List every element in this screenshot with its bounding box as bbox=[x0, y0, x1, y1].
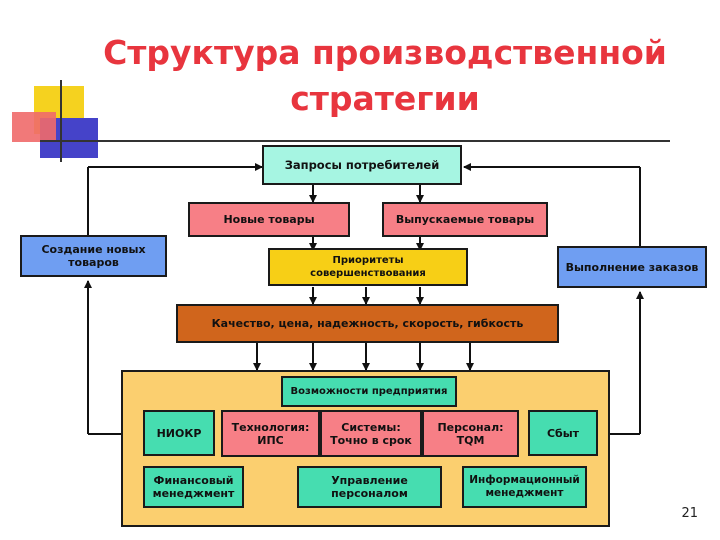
new-products-box: Новые товары bbox=[188, 202, 350, 237]
title-underline bbox=[40, 140, 670, 142]
enterprise-capabilities-box: Возможности предприятия bbox=[281, 376, 457, 407]
information-management-box: Информационный менеджмент bbox=[462, 466, 587, 508]
slide-title: Структура производственной стратегии bbox=[103, 33, 667, 118]
technology-box: Технология: ИПС bbox=[221, 410, 320, 457]
improvement-priorities-box: Приоритеты совершенствования bbox=[268, 248, 468, 286]
rnd-box: НИОКР bbox=[143, 410, 215, 456]
customer-requests-box: Запросы потребителей bbox=[262, 145, 462, 185]
hr-management-box: Управление персоналом bbox=[297, 466, 442, 508]
quality-factors-box: Качество, цена, надежность, скорость, ги… bbox=[176, 304, 559, 343]
sales-box: Сбыт bbox=[528, 410, 598, 456]
decor-vertical-line bbox=[60, 80, 62, 162]
existing-products-box: Выпускаемые товары bbox=[382, 202, 548, 237]
create-new-products-box: Создание новых товаров bbox=[20, 235, 167, 277]
financial-management-box: Финансовый менеджмент bbox=[143, 466, 244, 508]
systems-box: Системы: Точно в срок bbox=[320, 410, 422, 457]
order-fulfillment-box: Выполнение заказов bbox=[557, 246, 707, 288]
personnel-box: Персонал: TQM bbox=[422, 410, 519, 457]
page-number: 21 bbox=[681, 506, 698, 521]
decor-red-square bbox=[12, 112, 56, 142]
